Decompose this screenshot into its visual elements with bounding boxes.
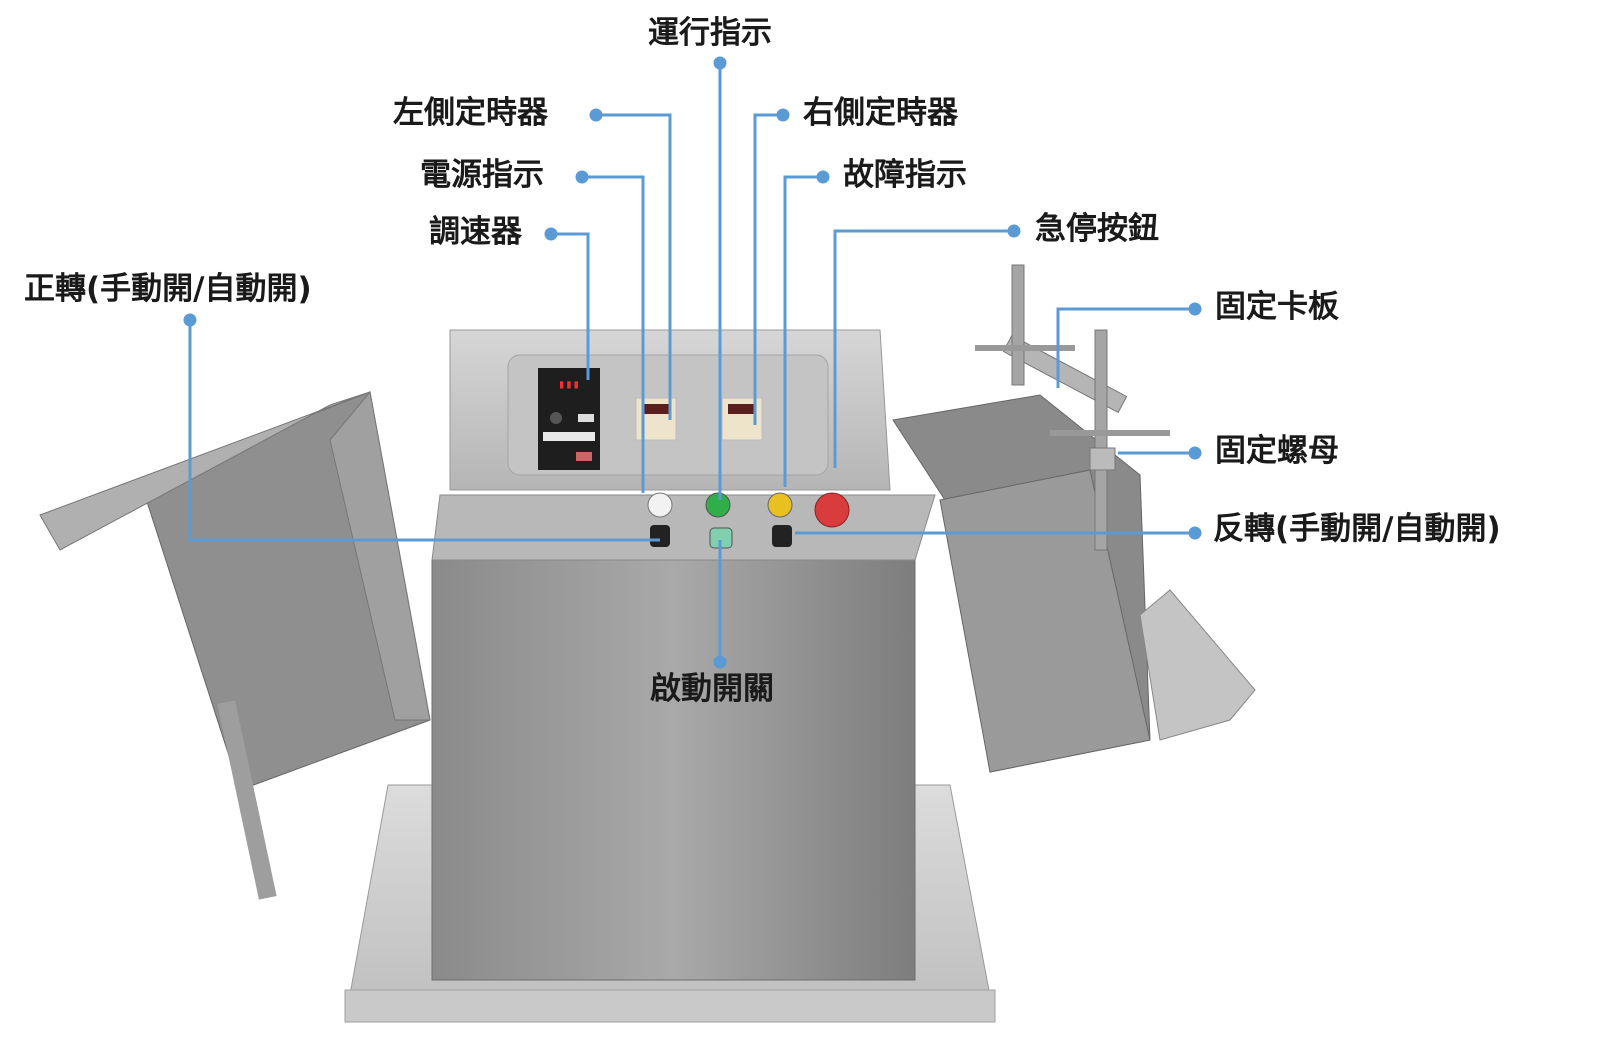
callout-run-indicator — [713, 56, 727, 500]
callout-start-switch — [713, 540, 727, 669]
label-clamp-nut: 固定螺母 — [1215, 433, 1339, 469]
label-power-indicator: 電源指示 — [420, 157, 544, 193]
main-body — [431, 559, 916, 981]
callout-clamp-plate — [1056, 302, 1202, 388]
callout-power-indicator — [575, 170, 645, 493]
callout-left-timer — [589, 108, 672, 420]
label-emergency-stop: 急停按鈕 — [1035, 211, 1159, 247]
label-run-indicator: 運行指示 — [648, 15, 772, 51]
label-reverse: 反轉(手動開/自動開) — [1213, 511, 1501, 547]
callout-forward — [183, 313, 660, 542]
power-indicator-lamp — [647, 492, 673, 518]
svg-text:▮▮▮: ▮▮▮ — [558, 377, 580, 391]
label-forward: 正轉(手動開/自動開) — [24, 271, 312, 307]
label-left-timer: 左側定時器 — [393, 95, 548, 131]
label-start-switch: 啟動開關 — [650, 671, 774, 707]
label-clamp-plate: 固定卡板 — [1215, 289, 1339, 325]
callout-clamp-nut — [1118, 446, 1202, 460]
callout-reverse — [795, 526, 1202, 540]
reverse-selector — [772, 525, 792, 547]
run-indicator-lamp — [705, 492, 731, 518]
callout-speed-controller — [544, 227, 590, 380]
fault-indicator-lamp — [767, 492, 793, 518]
clamp-nut — [1089, 447, 1116, 471]
callout-right-timer — [753, 108, 790, 425]
emergency-stop-button — [814, 492, 850, 528]
label-fault-indicator: 故障指示 — [843, 157, 967, 193]
label-speed-controller: 調速器 — [429, 214, 522, 250]
callout-emergency-stop — [833, 224, 1021, 468]
callout-fault-indicator — [783, 170, 830, 487]
label-right-timer: 右側定時器 — [803, 95, 958, 131]
right-tray — [1139, 589, 1256, 741]
